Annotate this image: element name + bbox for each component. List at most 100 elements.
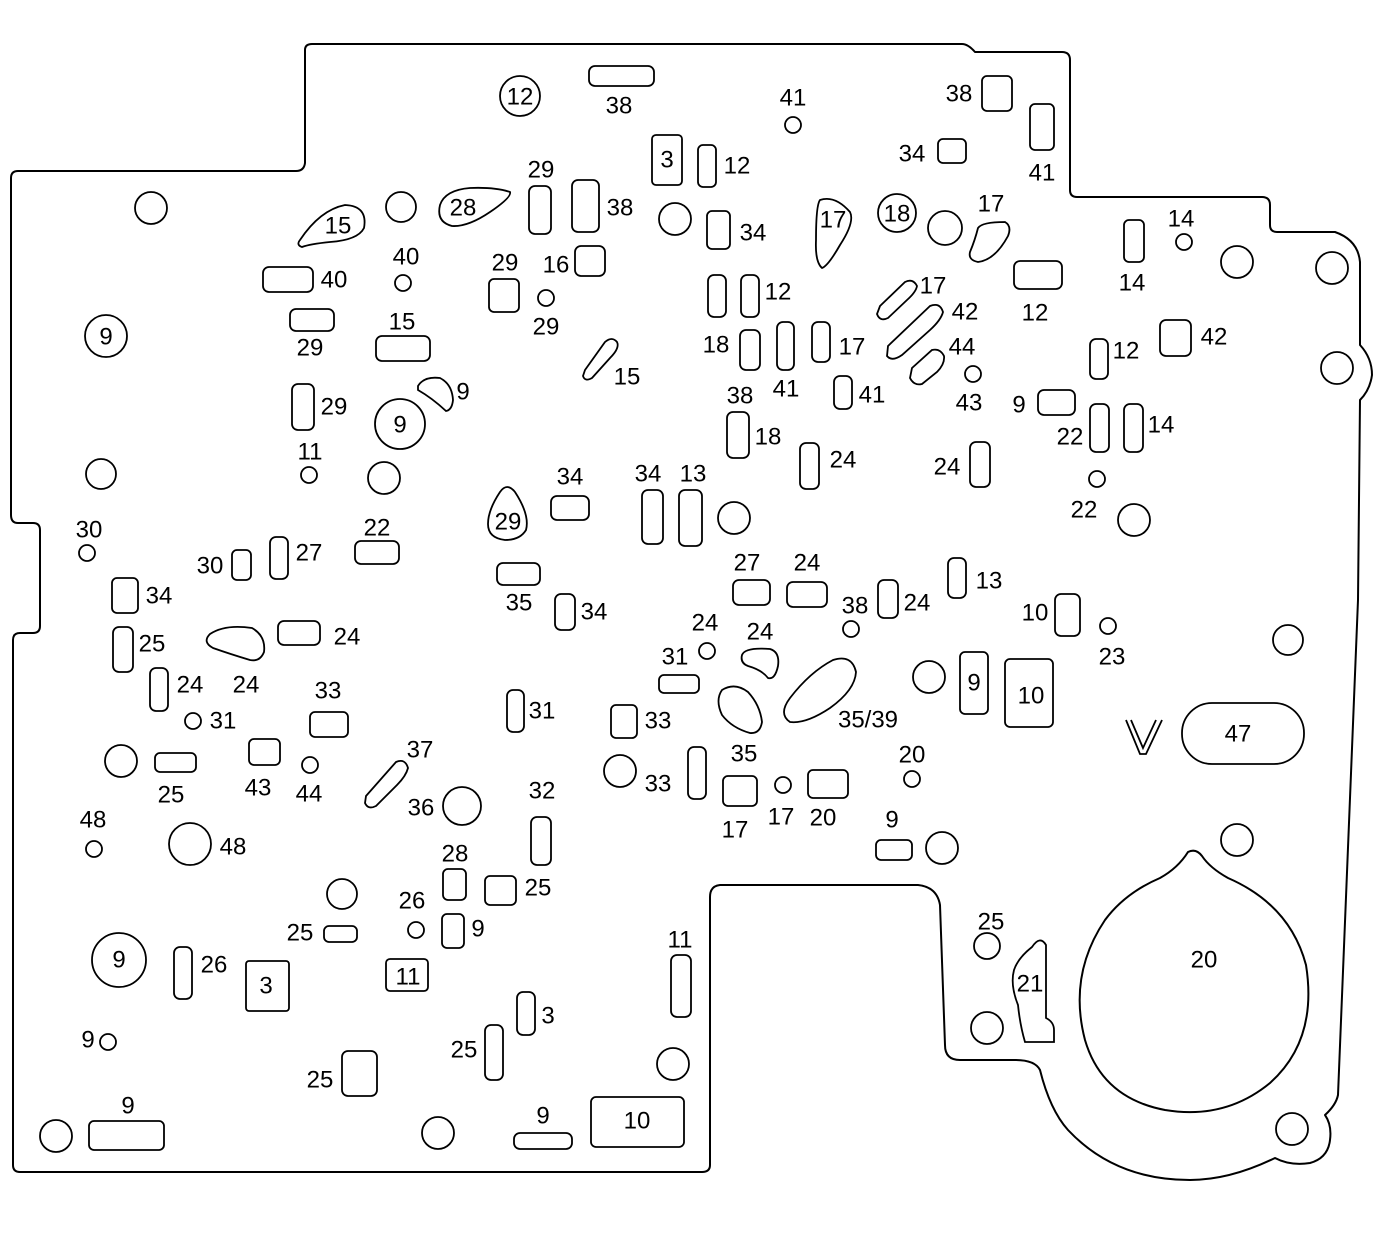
- port: [776, 321, 795, 371]
- label: 34: [635, 461, 662, 488]
- label: 17: [768, 804, 795, 831]
- label: 10: [1022, 600, 1049, 627]
- label: 22: [1071, 497, 1098, 524]
- orifice: [184, 712, 202, 730]
- port: [641, 489, 664, 545]
- oval-port-47: [1181, 702, 1305, 765]
- label: 14: [1168, 206, 1195, 233]
- teardrop-29: [487, 486, 528, 541]
- bolt-hole: [421, 1116, 455, 1150]
- port: [323, 925, 358, 943]
- port: [875, 839, 913, 861]
- bolt-hole: [927, 210, 963, 246]
- label: 25: [287, 920, 314, 947]
- port: [697, 144, 717, 188]
- label: 21: [1017, 971, 1044, 998]
- label: 38: [842, 593, 869, 620]
- label: 24: [692, 610, 719, 637]
- label: 15: [325, 213, 352, 240]
- port: [88, 1120, 165, 1151]
- port: [173, 946, 193, 1000]
- bolt-hole: [970, 1011, 1004, 1045]
- bolt-hole: [1220, 245, 1254, 279]
- label: 27: [296, 540, 323, 567]
- port: [1159, 319, 1192, 357]
- hook-24: [740, 647, 780, 680]
- v-marker-icon: [1125, 719, 1163, 755]
- bolt-hole: [658, 202, 692, 236]
- orifice: [407, 921, 425, 939]
- label: 32: [529, 778, 556, 805]
- port: [687, 746, 707, 800]
- label: 25: [139, 631, 166, 658]
- label: 17: [978, 191, 1005, 218]
- bolt-hole: [326, 878, 358, 910]
- port: [516, 991, 536, 1036]
- label: 35: [731, 741, 758, 768]
- port: [732, 579, 771, 606]
- bolt-hole: [1220, 823, 1254, 857]
- label: 9: [967, 670, 980, 697]
- label: 48: [220, 834, 247, 861]
- large-circle-20: [1078, 849, 1310, 1114]
- label: 33: [645, 708, 672, 735]
- orifice: [774, 776, 792, 794]
- port: [484, 1024, 504, 1081]
- label: 3: [660, 147, 673, 174]
- label: 35: [506, 590, 533, 617]
- port: [610, 704, 638, 739]
- circled-number-rings: [84, 75, 917, 988]
- label: 34: [740, 220, 767, 247]
- orifice: [537, 289, 555, 307]
- bolt-hole: [1272, 624, 1304, 656]
- port: [506, 689, 525, 733]
- label: 27: [734, 550, 761, 577]
- port: [947, 557, 967, 599]
- label: 9: [456, 379, 469, 406]
- label: 22: [1057, 424, 1084, 451]
- label: 38: [606, 93, 633, 120]
- label: 29: [297, 335, 324, 362]
- orifice: [784, 116, 802, 134]
- port: [588, 65, 655, 87]
- port: [111, 577, 139, 614]
- bolt-hole: [912, 660, 946, 694]
- label: 34: [557, 464, 584, 491]
- port: [441, 913, 465, 949]
- label: 24: [830, 447, 857, 474]
- label: 14: [1119, 270, 1146, 297]
- port: [375, 335, 431, 362]
- label: 29: [533, 314, 560, 341]
- port: [1004, 658, 1054, 728]
- port: [739, 329, 761, 371]
- port: [726, 411, 750, 459]
- bolt-hole: [367, 461, 401, 495]
- label: 47: [1225, 721, 1252, 748]
- slot-37: [364, 759, 409, 809]
- bolt-hole: [39, 1119, 73, 1153]
- label: 15: [614, 364, 641, 391]
- slot-44: [909, 348, 946, 386]
- label: 41: [780, 85, 807, 112]
- port: [488, 278, 520, 313]
- label: 9: [1012, 392, 1025, 419]
- label: 18: [703, 332, 730, 359]
- label: 25: [451, 1037, 478, 1064]
- hook-17: [968, 221, 1011, 263]
- label: 29: [321, 394, 348, 421]
- port: [969, 441, 991, 488]
- label: 9: [536, 1103, 549, 1130]
- label: 11: [298, 439, 323, 466]
- port: [1013, 260, 1063, 290]
- label: 25: [978, 909, 1005, 936]
- slot-17: [876, 279, 918, 321]
- orifice: [1175, 233, 1193, 251]
- label: 3: [541, 1003, 554, 1030]
- port: [530, 816, 552, 866]
- orifice: [1088, 470, 1106, 488]
- port: [554, 593, 576, 631]
- port: [309, 711, 349, 738]
- label: 40: [393, 244, 420, 271]
- port: [807, 769, 849, 799]
- port: [722, 775, 758, 807]
